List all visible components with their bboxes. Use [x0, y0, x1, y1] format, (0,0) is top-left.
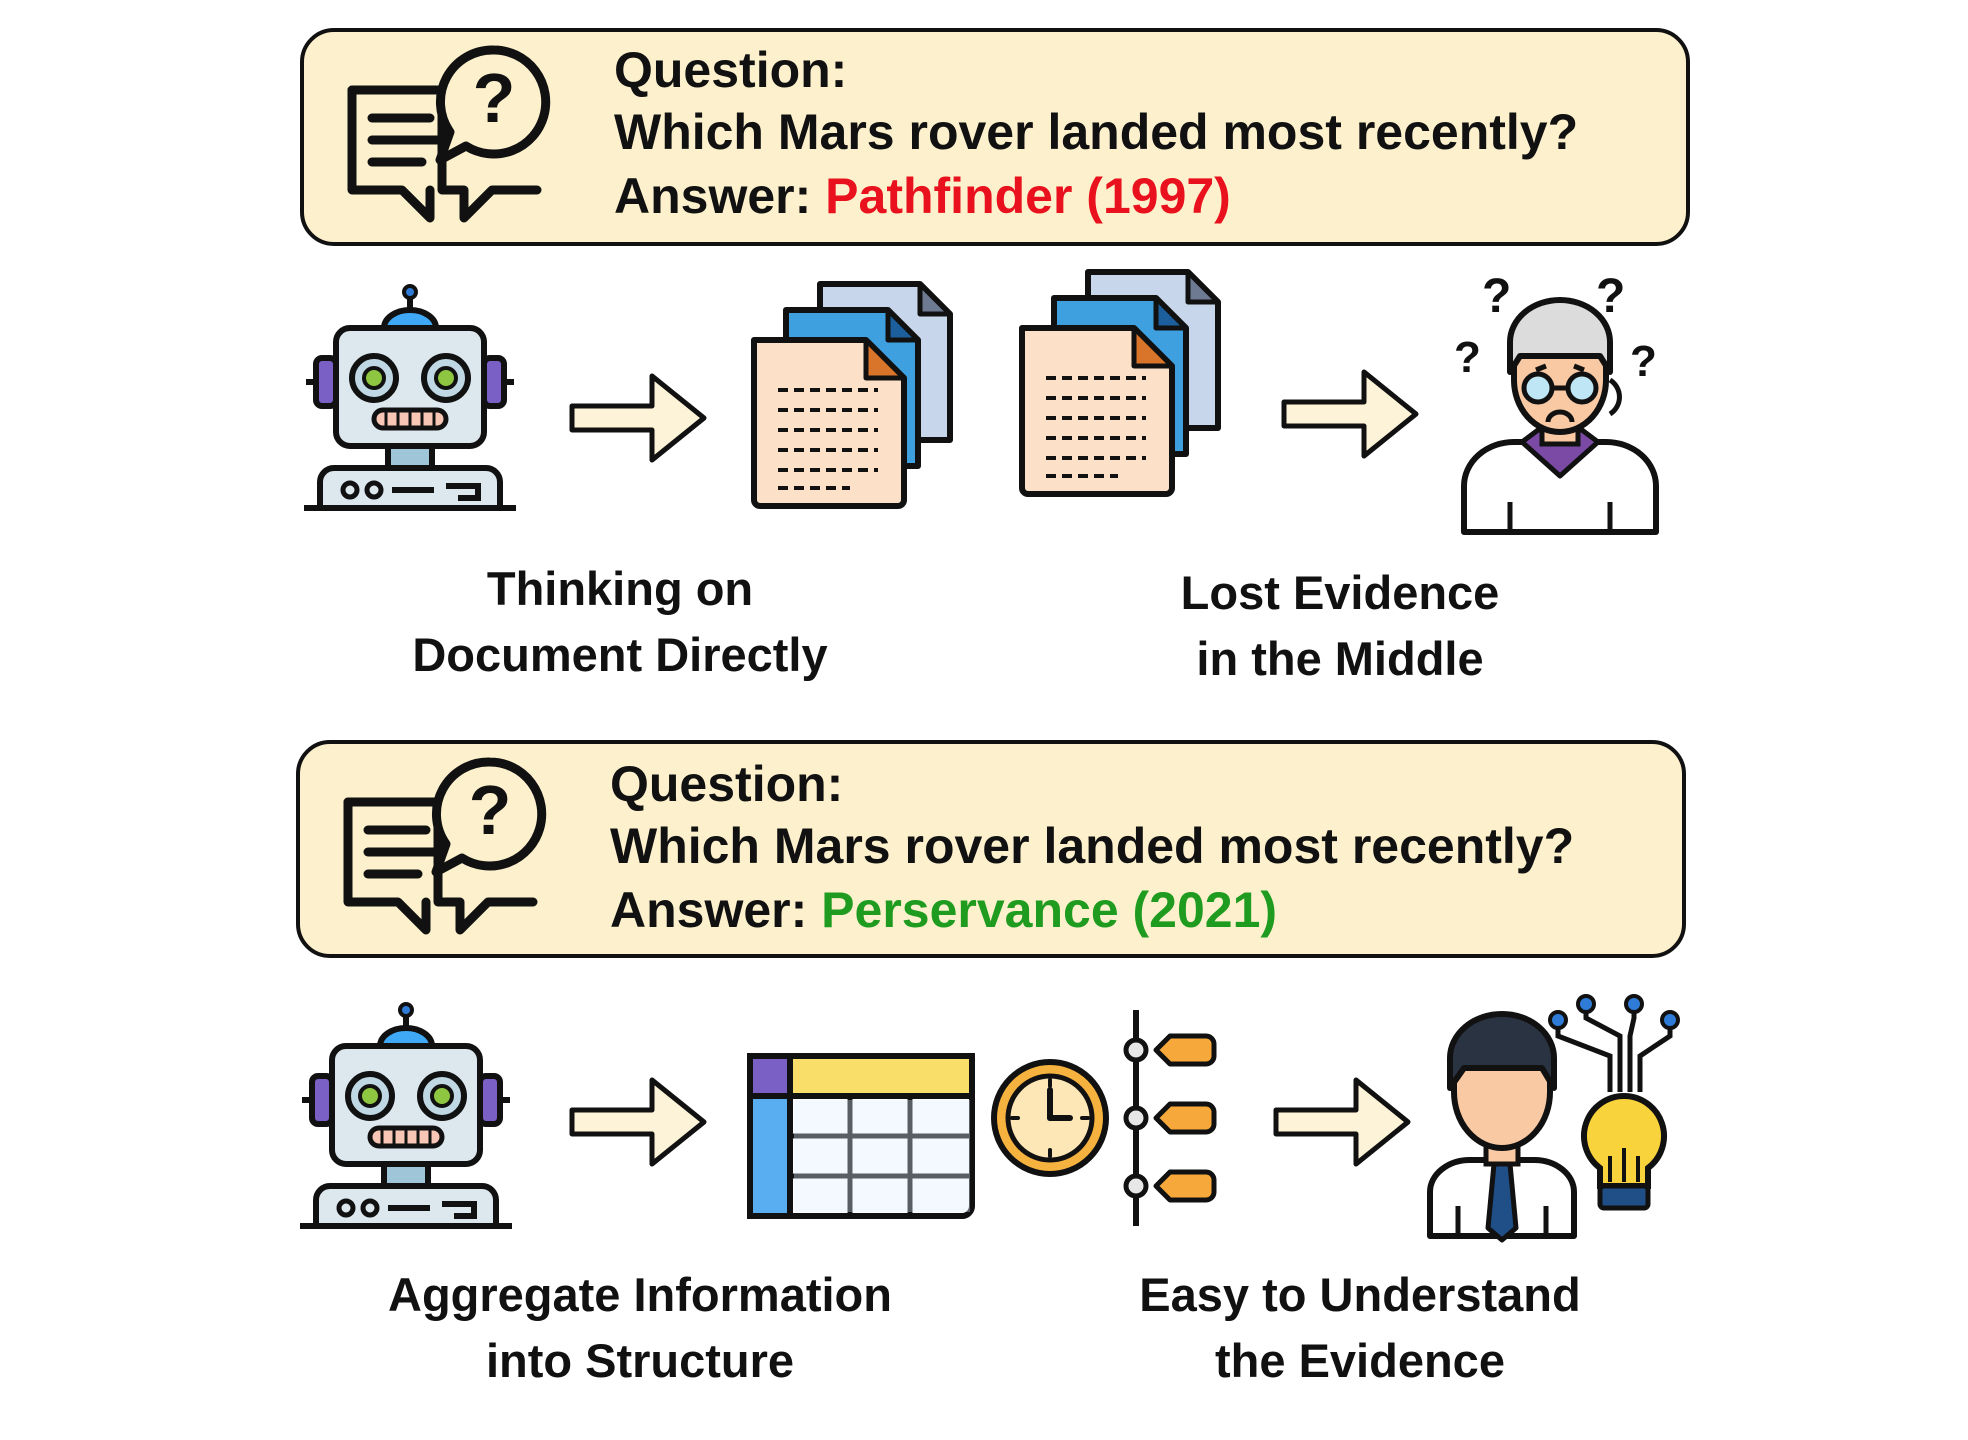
step-caption-thinking-line1: Thinking on	[486, 562, 754, 615]
timeline-clock-icon	[991, 1010, 1217, 1226]
step-caption-easy-line1: Easy to Understand	[1139, 1268, 1581, 1321]
answer-line: Answer: Perservance (2021)	[610, 878, 1277, 942]
confused-person-icon: ? ? ? ?	[1454, 270, 1659, 535]
step-caption-aggregate-line1: Aggregate Information	[388, 1268, 892, 1321]
robot-icon	[302, 286, 518, 512]
step-caption-lost-line2: in the Middle	[1196, 632, 1484, 685]
question-chat-icon	[342, 40, 552, 230]
svg-text:?: ?	[1482, 270, 1511, 323]
answer-wrong: Pathfinder (1997)	[825, 168, 1231, 224]
svg-text:?: ?	[1630, 337, 1657, 386]
step-caption-lost-line1: Lost Evidence	[1180, 566, 1500, 619]
answer-correct: Perservance (2021)	[821, 882, 1278, 938]
document-stack-icon	[750, 280, 956, 512]
question-chat-icon	[338, 752, 548, 942]
svg-text:?: ?	[1454, 333, 1481, 382]
step-caption-thinking-line2: Document Directly	[412, 628, 828, 681]
table-icon	[747, 1053, 975, 1219]
answer-label: Answer:	[610, 882, 822, 938]
right-arrow-icon	[568, 1074, 708, 1170]
document-stack-icon	[1018, 268, 1224, 500]
person-lightbulb-icon	[1427, 994, 1680, 1243]
step-caption-aggregate-line2: into Structure	[485, 1334, 795, 1387]
robot-icon	[298, 1004, 514, 1230]
question-label: Question:	[614, 42, 848, 98]
question-text: Which Mars rover landed most recently?	[614, 104, 1579, 160]
answer-label: Answer:	[614, 168, 826, 224]
right-arrow-icon	[568, 370, 708, 466]
question-text: Which Mars rover landed most recently?	[610, 818, 1575, 874]
right-arrow-icon	[1280, 366, 1420, 462]
question-label: Question:	[610, 756, 844, 812]
right-arrow-icon	[1272, 1074, 1412, 1170]
answer-line: Answer: Pathfinder (1997)	[614, 164, 1231, 228]
step-caption-easy-line2: the Evidence	[1215, 1334, 1505, 1387]
